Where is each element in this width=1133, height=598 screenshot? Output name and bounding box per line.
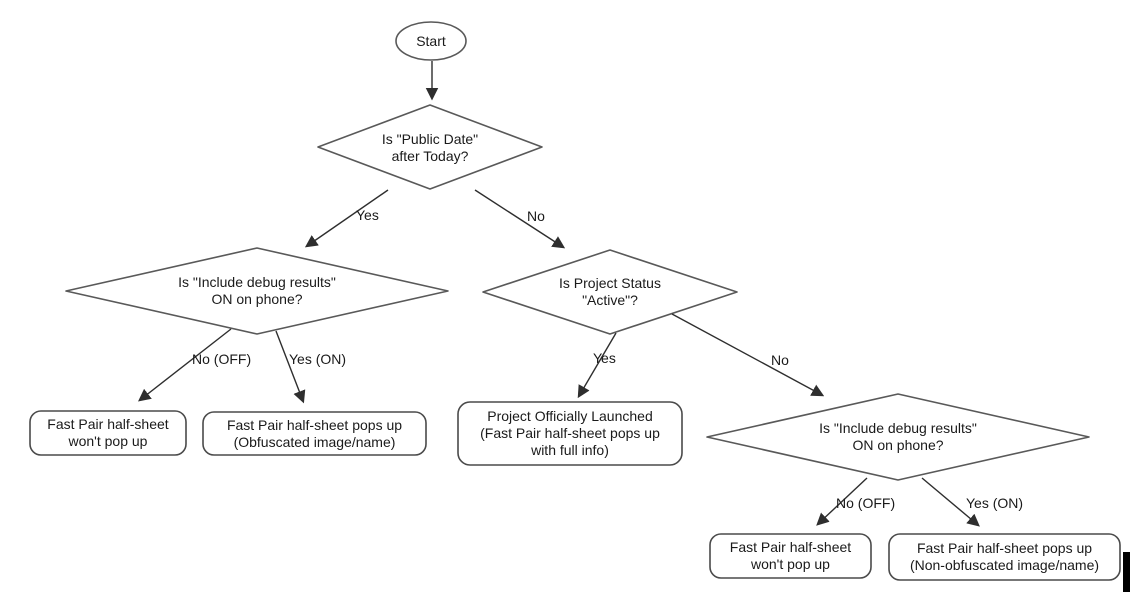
edge-debug-left-no-arrow [138, 328, 232, 402]
edge-debug-right-yes-label: Yes (ON) [966, 495, 1024, 511]
edge-debug-left-no-label: No (OFF) [192, 351, 252, 367]
edge-debug-right-no-label: No (OFF) [836, 495, 896, 511]
result-obfuscated-label: Fast Pair half-sheet pops up (Obfuscated… [226, 416, 403, 450]
decision-debug-right-label: Is "Include debug results" ON on phone? [819, 420, 977, 453]
edge-debug-left-yes-label: Yes (ON) [289, 351, 347, 367]
result-non-obfuscated-label: Fast Pair half-sheet pops up (Non-obfusc… [909, 540, 1100, 573]
result-non-obfuscated-shape [888, 533, 1121, 581]
result-no-popup-right-label: Fast Pair half-sheet won't pop up [729, 539, 852, 572]
start-label: Start [416, 32, 446, 49]
edge-debug-left-yes-arrow [275, 330, 306, 404]
edge-project-status-yes-label: Yes [593, 350, 616, 366]
decision-public-date-label: Is "Public Date" after Today? [381, 131, 479, 164]
decision-project-status-label: Is Project Status "Active"? [559, 275, 661, 308]
decision-public-date-shape [317, 104, 543, 190]
result-obfuscated-shape [202, 411, 427, 456]
text-cursor-bar [1123, 552, 1130, 592]
edge-project-status-yes-arrow [577, 332, 617, 399]
edge-debug-right-no-arrow [816, 477, 868, 526]
edge-public-date-no-arrow [474, 189, 566, 249]
edge-public-date-yes-label: Yes [356, 207, 379, 223]
edge-project-status-no-label: No [771, 352, 789, 368]
decision-project-status-shape [482, 249, 738, 335]
result-no-popup-left-shape [29, 410, 187, 456]
start-ellipse [395, 21, 467, 61]
edge-public-date-no-label: No [527, 208, 545, 224]
edge-project-status-no-arrow [671, 313, 825, 397]
decision-debug-right-shape [706, 393, 1090, 481]
edge-debug-right-yes-arrow [921, 477, 980, 527]
edge-public-date-yes-arrow [304, 189, 389, 248]
result-launched-label: Project Officially Launched (Fast Pair h… [480, 408, 660, 458]
decision-debug-left-label: Is "Include debug results" ON on phone? [178, 274, 336, 307]
result-no-popup-right-shape [709, 533, 872, 579]
result-launched-shape [457, 401, 683, 466]
decision-debug-left-shape [65, 247, 449, 335]
result-no-popup-left-label: Fast Pair half-sheet won't pop up [47, 416, 169, 449]
